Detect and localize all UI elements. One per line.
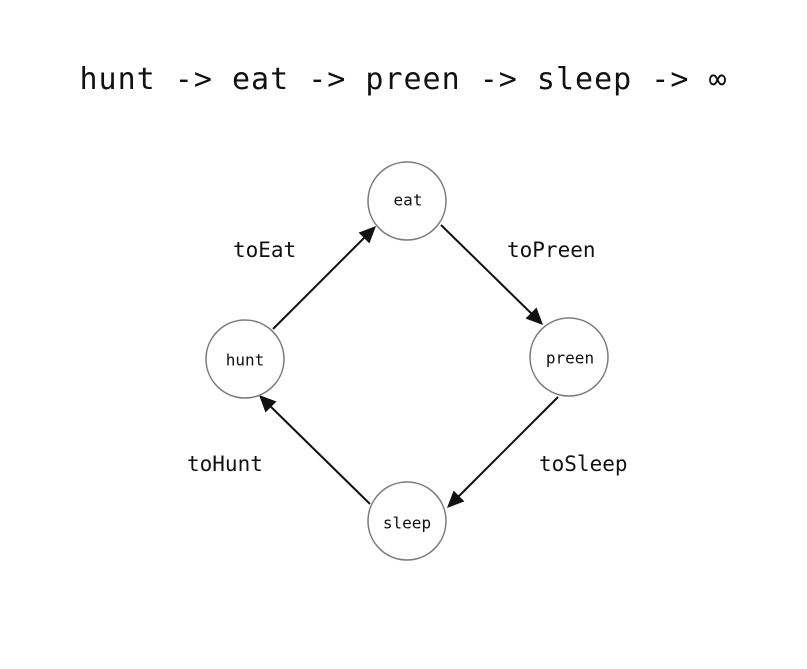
- edge-to-eat: toEat: [233, 226, 376, 330]
- state-node-preen-circle: [529, 317, 609, 397]
- state-node-hunt: hunt: [205, 319, 285, 399]
- state-label-preen: preen: [546, 349, 594, 368]
- edge-to-eat-line: [272, 232, 370, 330]
- edge-to-hunt-line: [265, 401, 371, 505]
- diagram-title: hunt -> eat -> preen -> sleep -> ∞: [79, 62, 728, 97]
- edge-to-preen-line: [440, 224, 537, 319]
- state-node-sleep-circle: [367, 481, 447, 561]
- state-node-eat: eat: [367, 161, 447, 241]
- edge-to-preen-arrowhead: [525, 307, 543, 325]
- edge-label-to-hunt: toHunt: [187, 452, 263, 476]
- edge-to-preen: toPreen: [440, 224, 596, 325]
- state-node-eat-circle: [367, 161, 447, 241]
- edge-to-sleep-arrowhead: [447, 490, 465, 508]
- edge-to-eat-arrowhead: [358, 226, 376, 244]
- state-node-hunt-circle: [205, 319, 285, 399]
- state-node-sleep: sleep: [367, 481, 447, 561]
- edge-label-to-preen: toPreen: [507, 238, 596, 262]
- edge-label-to-eat: toEat: [233, 238, 296, 262]
- state-label-eat: eat: [394, 191, 423, 210]
- edge-to-sleep-line: [453, 396, 559, 502]
- state-label-sleep: sleep: [383, 514, 431, 533]
- edge-to-sleep: toSleep: [447, 396, 628, 508]
- edge-label-to-sleep: toSleep: [539, 452, 628, 476]
- edge-to-hunt-arrowhead: [259, 395, 277, 413]
- edge-to-hunt: toHunt: [187, 395, 371, 505]
- state-label-hunt: hunt: [226, 351, 265, 370]
- state-node-preen: preen: [529, 317, 609, 397]
